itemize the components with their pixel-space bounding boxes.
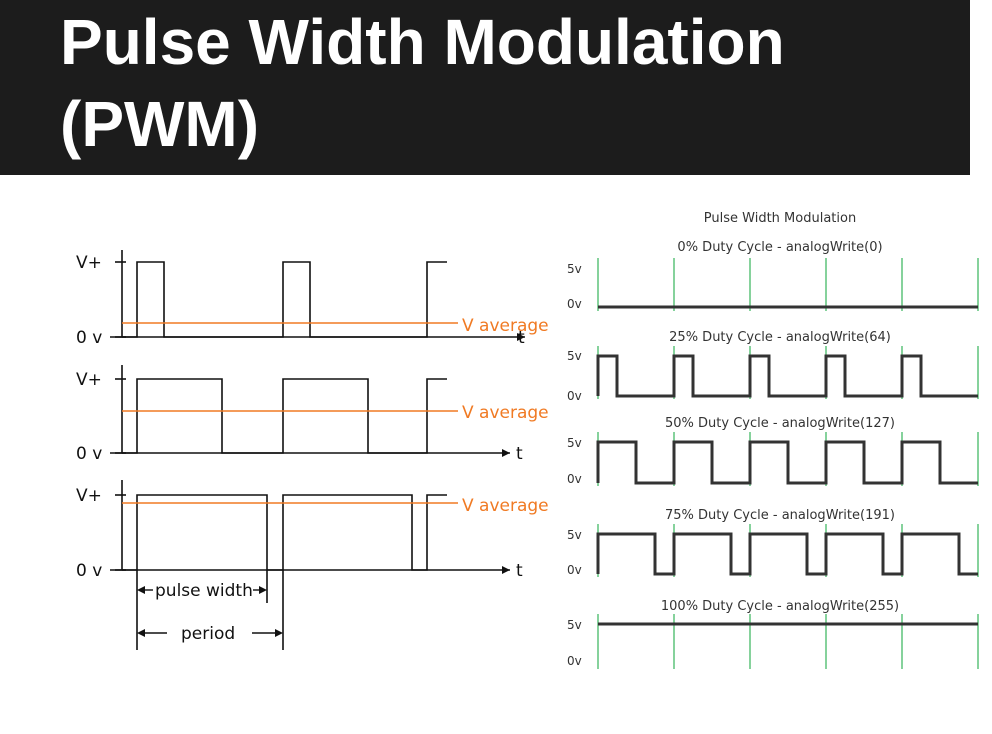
duty-cycle-panel: 25% Duty Cycle - analogWrite(64) 5v 0v bbox=[567, 330, 979, 403]
duty-cycle-label: 75% Duty Cycle - analogWrite(191) bbox=[665, 508, 895, 523]
period-label: period bbox=[181, 624, 235, 644]
high-level-label: 5v bbox=[567, 262, 582, 276]
v-plus-label-1: V+ bbox=[76, 253, 102, 273]
average-label-2: V average bbox=[462, 403, 549, 423]
zero-v-label-2: 0 v bbox=[76, 444, 102, 464]
zero-v-label-3: 0 v bbox=[76, 561, 102, 581]
title-bar: Pulse Width Modulation (PWM) bbox=[0, 0, 970, 175]
duty-cycle-label: 0% Duty Cycle - analogWrite(0) bbox=[677, 240, 882, 255]
dimension-arrow-lines bbox=[145, 589, 275, 634]
average-label-3: V average bbox=[462, 496, 549, 516]
duty-cycle-label: 50% Duty Cycle - analogWrite(127) bbox=[665, 416, 895, 431]
time-label-3: t bbox=[516, 561, 523, 581]
time-label-2: t bbox=[516, 444, 523, 464]
duty-waveform bbox=[596, 532, 978, 576]
high-level-label: 5v bbox=[567, 436, 582, 450]
v-plus-label-3: V+ bbox=[76, 486, 102, 506]
average-lines bbox=[122, 322, 458, 504]
duty-cycle-diagram: Pulse Width Modulation 0% Duty Cycle - an… bbox=[567, 211, 979, 669]
duty-cycle-label: 25% Duty Cycle - analogWrite(64) bbox=[669, 330, 891, 345]
waveform-strokes bbox=[110, 250, 525, 650]
low-level-label: 0v bbox=[567, 472, 582, 486]
low-level-label: 0v bbox=[567, 563, 582, 577]
pwm-waveform-1 bbox=[122, 261, 447, 338]
high-level-label: 5v bbox=[567, 618, 582, 632]
axis-arrowheads bbox=[137, 333, 525, 637]
low-level-label: 0v bbox=[567, 297, 582, 311]
duty-waveform bbox=[596, 440, 978, 485]
duty-cycle-panel: 75% Duty Cycle - analogWrite(191) 5v 0v bbox=[567, 508, 979, 577]
average-label-1: V average bbox=[462, 316, 549, 336]
time-label-1: t bbox=[518, 328, 525, 348]
duty-cycle-panel: 0% Duty Cycle - analogWrite(0) 5v 0v bbox=[567, 240, 979, 311]
low-level-label: 0v bbox=[567, 389, 582, 403]
zero-v-label-1: 0 v bbox=[76, 328, 102, 348]
low-level-label: 0v bbox=[567, 654, 582, 668]
pwm-average-diagram: V+ 0 v V+ 0 v V+ 0 v t t t pulse width p… bbox=[76, 250, 549, 650]
high-level-label: 5v bbox=[567, 349, 582, 363]
v-plus-label-2: V+ bbox=[76, 370, 102, 390]
slide-title-line-1: Pulse Width Modulation bbox=[60, 6, 785, 78]
slide-title-line-2: (PWM) bbox=[60, 88, 260, 160]
duty-cycle-panel: 100% Duty Cycle - analogWrite(255) 5v 0v bbox=[567, 599, 979, 669]
duty-cycle-label: 100% Duty Cycle - analogWrite(255) bbox=[661, 599, 899, 614]
pwm-waveform-3 bbox=[122, 494, 447, 571]
duty-cycle-panel: 50% Duty Cycle - analogWrite(127) 5v 0v bbox=[567, 416, 979, 486]
pwm-waveform-2 bbox=[122, 378, 447, 454]
pulse-width-label: pulse width bbox=[155, 581, 253, 601]
duty-waveform bbox=[596, 354, 978, 398]
duty-diagram-title: Pulse Width Modulation bbox=[704, 211, 856, 226]
high-level-label: 5v bbox=[567, 528, 582, 542]
